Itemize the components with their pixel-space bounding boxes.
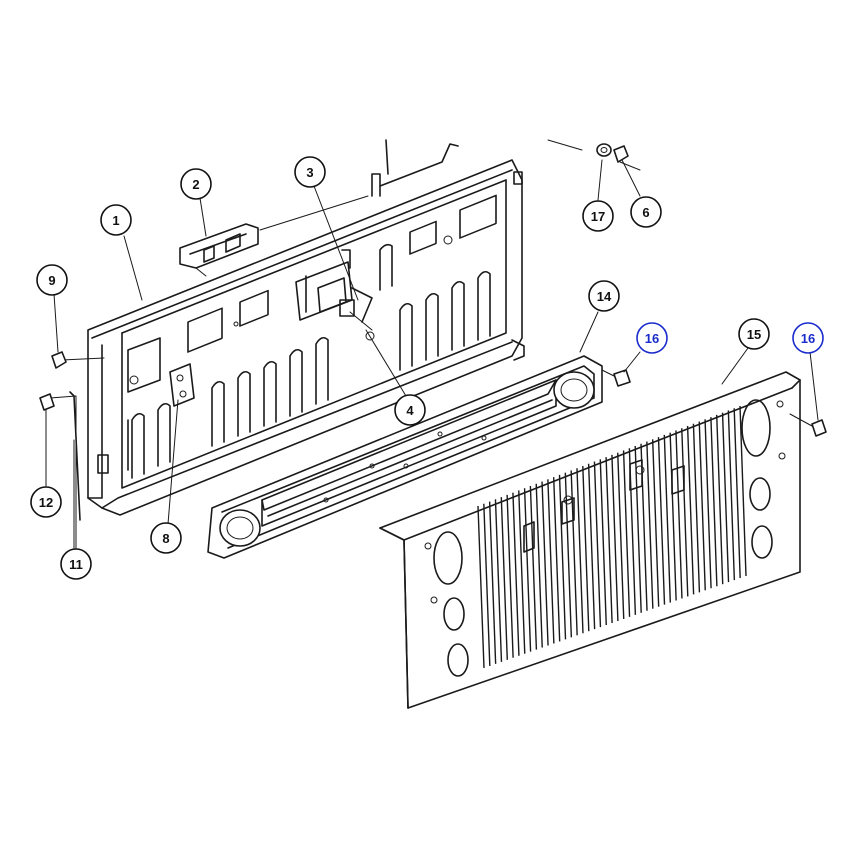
svg-text:9: 9	[48, 273, 55, 288]
callout-8: 8	[150, 522, 182, 554]
groove-line	[605, 457, 613, 624]
groove-line	[663, 434, 672, 603]
groove-line	[721, 412, 730, 583]
callout-9: 9	[36, 264, 68, 296]
svg-text:15: 15	[747, 327, 761, 342]
callout-4: 4	[394, 394, 426, 426]
svg-text:11: 11	[69, 557, 83, 572]
groove-line	[681, 428, 689, 597]
svg-text:2: 2	[192, 177, 199, 192]
groove-line	[558, 474, 567, 640]
groove-line	[506, 494, 514, 658]
groove-line	[518, 490, 526, 654]
svg-text:16: 16	[801, 331, 815, 346]
groove-line	[692, 423, 701, 593]
tailgate-inner-panel	[87, 139, 525, 516]
latch-mechanism	[295, 249, 375, 341]
groove-line	[552, 477, 561, 642]
groove-line	[651, 439, 660, 607]
groove-line	[529, 485, 538, 650]
svg-text:1: 1	[112, 213, 119, 228]
groove-line	[488, 501, 497, 664]
fastener-9	[51, 351, 67, 369]
groove-line	[622, 450, 631, 617]
groove-line	[477, 505, 485, 669]
svg-text:6: 6	[642, 205, 649, 220]
groove-line	[704, 419, 712, 589]
groove-line	[675, 430, 683, 599]
groove-line	[587, 463, 596, 630]
fastener-17	[596, 143, 612, 157]
callout-11: 11	[60, 548, 92, 580]
svg-text:4: 4	[406, 403, 414, 418]
groove-line	[733, 408, 741, 579]
tailgate-trim-panel	[207, 355, 603, 559]
groove-line	[710, 417, 718, 587]
callout-1: 1	[100, 204, 132, 236]
groove-line	[512, 492, 520, 656]
groove-line	[617, 452, 625, 619]
groove-line	[576, 468, 584, 634]
groove-line	[727, 410, 736, 581]
groove-line	[523, 488, 532, 652]
callout-16-left: 16	[636, 322, 668, 354]
groove-line	[593, 461, 602, 628]
groove-line	[494, 499, 503, 662]
groove-line	[611, 454, 619, 622]
inner-panel-ribs	[131, 243, 491, 479]
groove-line	[686, 425, 695, 595]
hinge-bracket	[169, 363, 195, 407]
callout-3: 3	[294, 156, 326, 188]
callout-17: 17	[582, 200, 614, 232]
groove-line	[582, 465, 590, 632]
callout-14: 14	[588, 280, 620, 312]
callout-15: 15	[738, 318, 770, 350]
callout-labels: 1 2 3 4 6 8 9 11	[30, 156, 824, 580]
groove-line	[483, 503, 491, 666]
fastener-12	[39, 393, 55, 411]
fastener-16-right	[789, 413, 827, 437]
groove-line	[716, 414, 724, 585]
groove-line	[739, 405, 747, 577]
svg-text:14: 14	[597, 289, 612, 304]
leader-lines	[45, 159, 819, 549]
groove-line	[535, 483, 543, 648]
outer-panel-grooves	[477, 405, 747, 669]
fastener-6	[613, 145, 641, 171]
groove-line	[599, 459, 607, 626]
svg-text:8: 8	[162, 531, 169, 546]
fastener-16-left	[601, 369, 631, 387]
svg-text:17: 17	[591, 209, 605, 224]
svg-text:3: 3	[306, 165, 313, 180]
tailgate-outer-panel	[379, 371, 801, 709]
tailgate-handle	[179, 223, 259, 277]
groove-line	[634, 445, 642, 613]
svg-text:16: 16	[645, 331, 659, 346]
groove-line	[669, 432, 677, 601]
groove-line	[646, 441, 654, 609]
callout-16-right: 16	[792, 322, 824, 354]
groove-line	[541, 481, 549, 646]
groove-line	[657, 437, 666, 605]
groove-line	[500, 497, 508, 660]
callout-12: 12	[30, 486, 62, 518]
callout-2: 2	[180, 168, 212, 200]
groove-line	[547, 479, 555, 644]
svg-text:12: 12	[39, 495, 53, 510]
callout-6: 6	[630, 196, 662, 228]
groove-line	[698, 421, 706, 591]
